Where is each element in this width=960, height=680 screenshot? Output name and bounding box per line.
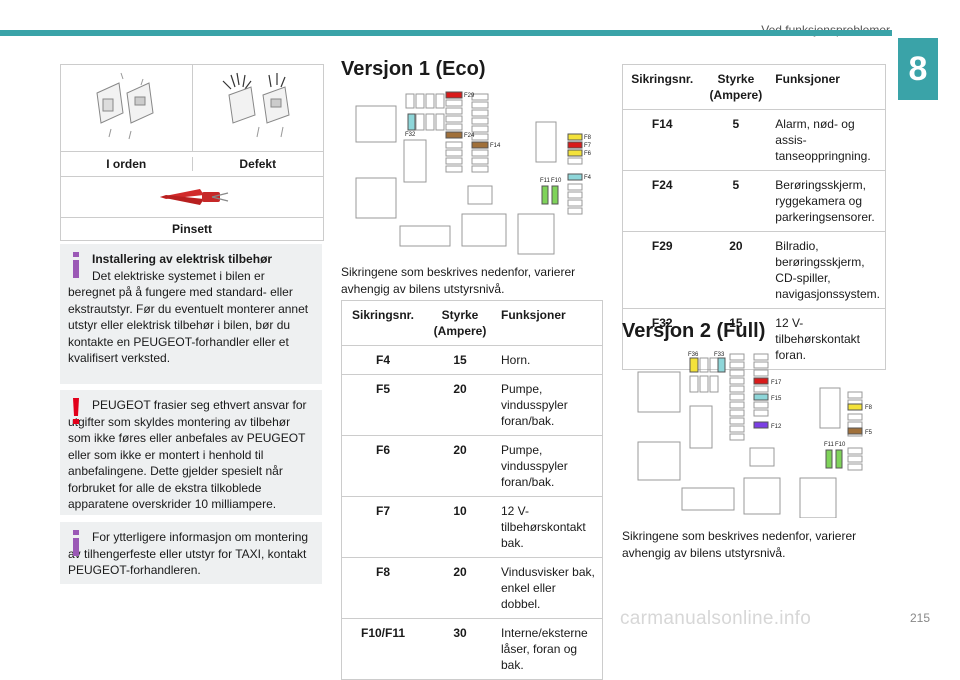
fuse-amperage: 5 [701,109,771,171]
fuse-label: F4 [584,175,592,181]
warning-box: PEUGEOT frasier seg ethvert ansvar for u… [60,390,322,515]
info-box-text: For ytterligere informasjon om montering… [68,530,309,577]
fuse-ok-label: I orden [106,157,147,171]
tweezers-label: Pinsett [171,222,212,236]
fuse-function: Pumpe, vindusspyler foran/bak. [496,435,603,497]
fuse-number: F32 [622,308,702,370]
fuse-amperage: 5 [701,170,771,232]
fusebox-diagram-v2: F36 F33 F17 F15 F12 F8 F5 F11 F10 [637,352,873,518]
column-header: Funksjoner [496,300,603,346]
fuse-defect-label: Defekt [191,157,324,171]
chapter-number: 8 [898,38,938,100]
fuse-label: F14 [490,143,501,149]
page-number: 215 [909,611,930,625]
fuse-label: F12 [771,424,782,430]
watermark: carmanualsonline.info [620,608,812,629]
fuse-label: F7 [584,143,592,149]
fusebox-diagram-v1: F29 F32 F24 F14 F8 F7 F6 F4 F11 F10 [355,91,592,255]
fuse-label: F8 [865,405,873,411]
version1-title: Versjon 1 (Eco) [341,58,486,80]
fuse-amperage: 15 [424,345,496,375]
fuse-label: F11 [540,178,551,184]
info-box-accessories: Installering av elektrisk tilbehør Det e… [60,244,322,384]
fuse-number: F29 [622,231,702,309]
fuse-label: F15 [771,396,782,402]
fuse-ok-icon [96,72,154,140]
tweezers-icon [160,189,229,205]
fuse-function: Horn. [496,345,603,375]
fuse-label: F11 [824,442,835,448]
fuse-function: 12 V-tilbehørskontakt foran. [770,308,886,370]
fuse-number: F10/F11 [341,618,424,680]
version2-title: Versjon 2 (Full) [622,320,766,342]
fuse-amperage: 20 [701,231,771,309]
fuse-amperage: 10 [424,496,496,558]
info-box-text: Det elektriske systemet i bilen er bereg… [68,268,309,366]
fuse-table-v1-a: Sikringsnr. Styrke (Ampere) Funksjoner F… [341,300,603,680]
fuse-function: Berøringsskjerm, ryggekamera og parkerin… [770,170,886,232]
fuse-function: Pumpe, vindusspyler foran/bak. [496,374,603,436]
fuse-number: F6 [341,435,424,497]
fuse-function: Vindusvisker bak, enkel eller dobbel. [496,557,603,619]
column-header: Styrke (Ampere) [701,64,771,110]
fuse-amperage: 20 [424,435,496,497]
fuse-amperage: 20 [424,557,496,619]
fuse-label: F24 [464,133,475,139]
fuse-number: F5 [341,374,424,436]
fuse-amperage: 20 [424,374,496,436]
fuse-number: F7 [341,496,424,558]
version2-intro: Sikringene som beskrives nedenfor, varie… [622,529,857,560]
fuse-function: Alarm, nød- og assis-tanseoppringning. [770,109,886,171]
fuse-number: F14 [622,109,702,171]
header-accent-bar [0,30,892,36]
warning-box-text: PEUGEOT frasier seg ethvert ansvar for u… [68,398,307,511]
fuse-label: F29 [464,93,475,99]
column-header: Styrke (Ampere) [424,300,496,346]
fuse-label: F5 [865,430,873,436]
fuse-label: F10 [835,442,846,448]
fuse-label: F10 [551,178,562,184]
column-header: Sikringsnr. [622,64,702,110]
fuse-number: F24 [622,170,702,232]
fuse-label: F17 [771,380,782,386]
info-icon [73,252,79,278]
fuse-label: F33 [714,352,725,358]
fuse-function: 12 V- tilbehørskontakt bak. [496,496,603,558]
fuse-defect-icon [222,72,290,138]
fuse-amperage: 30 [424,618,496,680]
fuse-ok-image [61,65,192,151]
warning-icon [73,398,79,424]
info-box-title: Installering av elektrisk tilbehør [92,252,273,266]
fuse-function: Bilradio, berøringsskjerm, CD-spiller, n… [770,231,886,309]
info-box-towbar: For ytterligere informasjon om montering… [60,522,322,584]
column-header: Funksjoner [770,64,886,110]
fuse-label: F6 [584,151,592,157]
fuse-number: F4 [341,345,424,375]
fuse-condition-table: I orden Defekt Pinsett [60,64,324,241]
fuse-defect-image [191,65,324,151]
fuse-table-v1-b: Sikringsnr. Styrke (Ampere) Funksjoner F… [622,64,886,370]
fuse-label: F32 [405,132,416,138]
info-icon [73,530,79,556]
column-header: Sikringsnr. [341,300,424,346]
fuse-function: Interne/eksterne låser, foran og bak. [496,618,603,680]
version1-intro: Sikringene som beskrives nedenfor, varie… [341,265,576,296]
fuse-label: F36 [688,352,699,358]
fuse-number: F8 [341,557,424,619]
fuse-label: F8 [584,135,592,141]
